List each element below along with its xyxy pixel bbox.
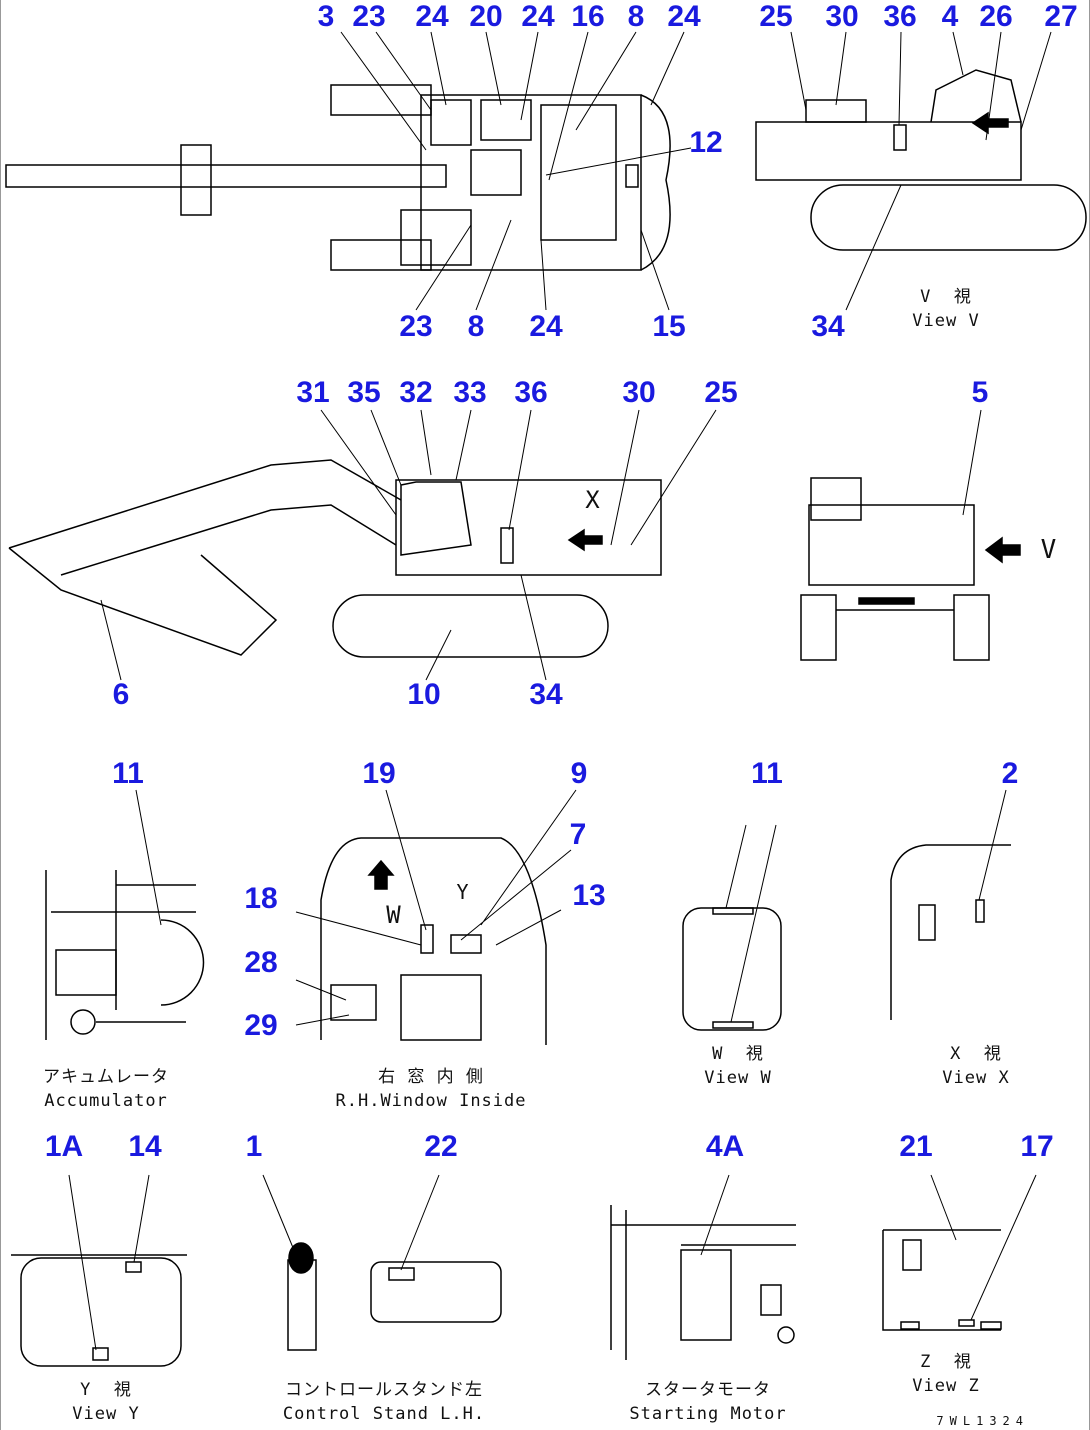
- callout-24: 24: [415, 0, 449, 33]
- callout-27: 27: [1044, 0, 1078, 33]
- callout-7: 7: [569, 818, 587, 851]
- callout-26: 26: [979, 0, 1013, 33]
- callout-3: 3: [317, 0, 335, 33]
- callout-25: 25: [759, 0, 793, 33]
- callout-36: 36: [883, 0, 917, 33]
- callout-15: 15: [652, 310, 686, 343]
- callout-13: 13: [572, 879, 606, 912]
- callout-30: 30: [622, 376, 656, 409]
- callout-8: 8: [627, 0, 645, 33]
- callout-34: 34: [529, 678, 563, 711]
- view-z-drawing: [882, 1229, 1002, 1331]
- callout-11: 11: [112, 757, 144, 790]
- view-marker-x: X: [585, 486, 601, 514]
- callout-24: 24: [667, 0, 701, 33]
- view-v-drawing: [755, 69, 1087, 251]
- callout-30: 30: [825, 0, 859, 33]
- callout-16: 16: [571, 0, 605, 33]
- callout-35: 35: [347, 376, 381, 409]
- callout-4a: 4A: [705, 1130, 745, 1163]
- callout-4: 4: [941, 0, 959, 33]
- callout-31: 31: [296, 376, 330, 409]
- callout-28: 28: [244, 946, 278, 979]
- callout-21: 21: [899, 1130, 933, 1163]
- control-stand-drawing: [287, 1242, 502, 1351]
- callout-5: 5: [971, 376, 989, 409]
- callout-33: 33: [453, 376, 487, 409]
- callout-6: 6: [112, 678, 130, 711]
- view-marker-v: V: [1040, 535, 1058, 565]
- callout-34: 34: [811, 310, 845, 343]
- callout-29: 29: [244, 1009, 278, 1042]
- top-plan-view: [5, 84, 671, 271]
- callout-24: 24: [521, 0, 555, 33]
- callout-18: 18: [244, 882, 278, 915]
- callout-25: 25: [704, 376, 738, 409]
- view-x-drawing: [890, 844, 1011, 1020]
- callout-32: 32: [399, 376, 433, 409]
- starting-motor-drawing: [610, 1205, 796, 1360]
- callout-23: 23: [399, 310, 433, 343]
- rh-window-drawing: [320, 837, 547, 1045]
- callout-17: 17: [1020, 1130, 1054, 1163]
- callout-23: 23: [352, 0, 386, 33]
- leader-lines: [68, 31, 1052, 1351]
- callout-1a: 1A: [44, 1130, 84, 1163]
- callout-9: 9: [570, 757, 588, 790]
- drawing-code: 7WL1324: [936, 1414, 1029, 1428]
- callout-36: 36: [514, 376, 548, 409]
- rear-view-drawing: [800, 477, 1021, 661]
- callout-2: 2: [1001, 757, 1019, 790]
- callout-10: 10: [407, 678, 441, 711]
- callout-19: 19: [362, 757, 396, 790]
- view-y-drawing: [11, 1254, 187, 1367]
- callout-8: 8: [467, 310, 485, 343]
- view-marker-y: Y: [456, 880, 470, 904]
- callout-20: 20: [469, 0, 503, 33]
- callout-14: 14: [128, 1130, 162, 1163]
- callout-1: 1: [245, 1130, 263, 1163]
- callout-12: 12: [689, 126, 723, 159]
- view-w-drawing: [682, 907, 782, 1031]
- callout-22: 22: [424, 1130, 458, 1163]
- accumulator-drawing: [45, 870, 205, 1040]
- view-marker-w: W: [386, 901, 402, 929]
- side-view-drawing: [8, 459, 662, 658]
- callout-24: 24: [529, 310, 563, 343]
- callout-11: 11: [751, 757, 783, 790]
